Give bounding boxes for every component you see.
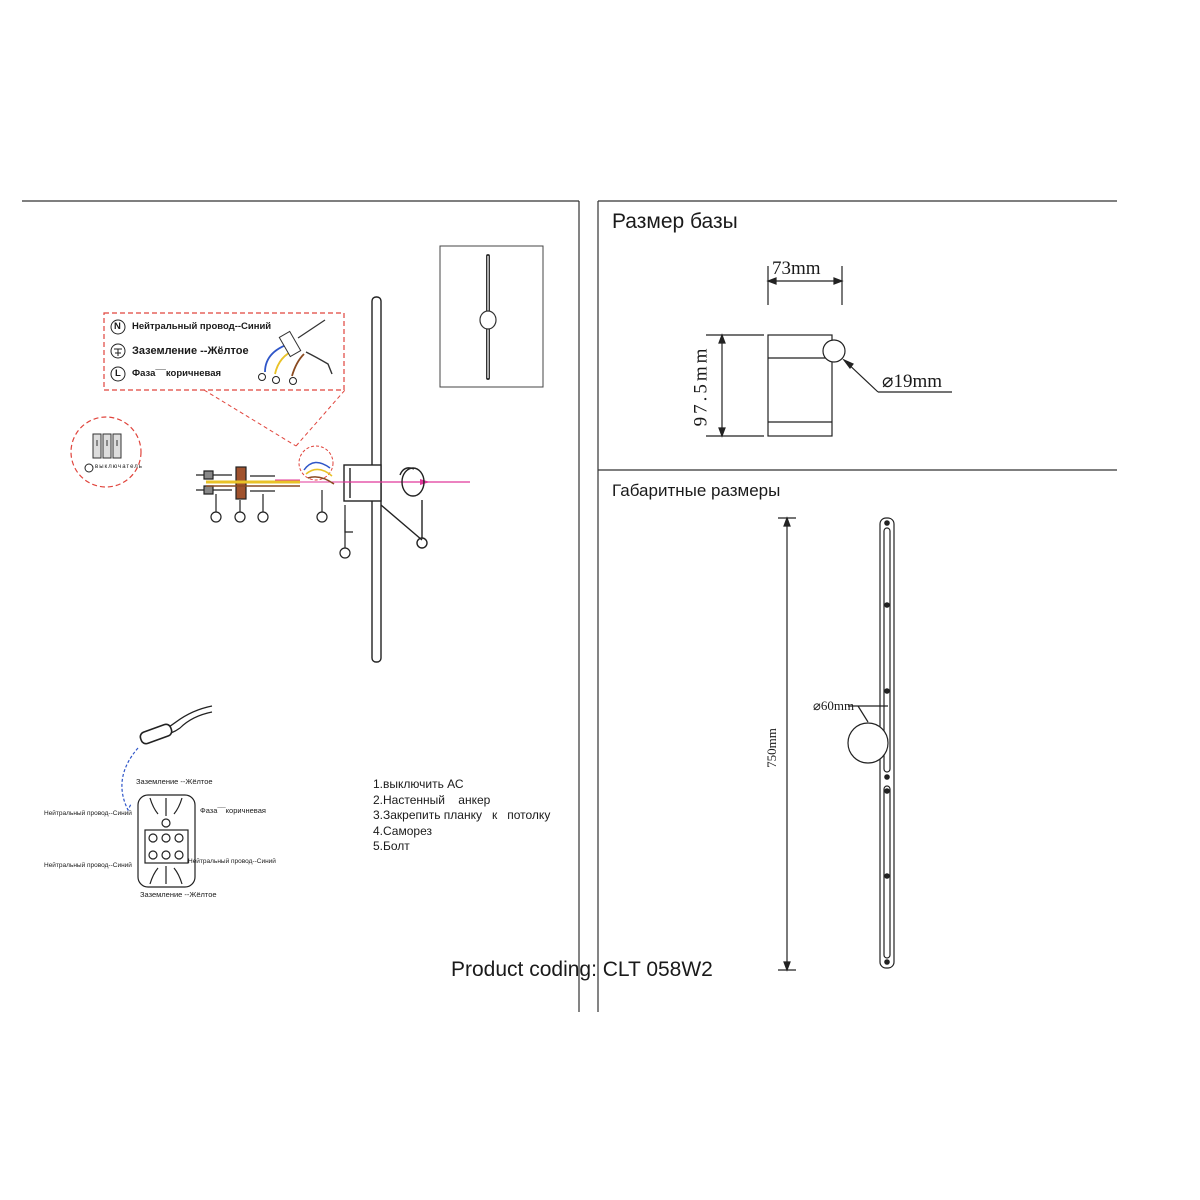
base-height-label: 97.5mm [690,345,712,427]
step-1: 1.выключить АС [373,777,464,791]
terminal-phase-right: Фаза¯¯коричневая [200,806,266,815]
product-thumbnail [439,245,544,388]
legend-neutral: Нейтральный провод--Синий [132,321,272,332]
terminal-neutral-left-bottom: Нейтральный провод--Синий [44,862,132,869]
callout-leaders [203,389,346,447]
step-2: 2.Настенный анкер [373,792,491,807]
step-5: 5.Болт [373,839,410,853]
lamp-side-view [343,296,470,663]
legend-phase: Фаза¯¯коричневая [132,368,222,379]
wiring-legend-box [103,312,345,391]
phase-symbol: L [115,368,121,379]
terminal-ground-top: Заземление --Жёлтое [136,777,213,786]
installation-steps: 1.выключить АС 2.Настенный анкер 3.Закре… [373,777,550,855]
base-dimension-drawing [706,266,952,438]
terminal-ground-bottom: Заземление --Жёлтое [140,890,217,899]
switch-breaker [70,416,142,488]
overall-dimension-drawing [778,516,895,972]
step-4: 4.Саморез [373,823,432,838]
overall-size-title: Габаритные размеры [612,481,781,500]
frame-lines [22,200,1117,1012]
terminal-block [121,705,213,888]
base-width-label: 73mm [772,258,821,279]
base-diameter-label: ⌀19mm [882,371,942,392]
overall-length-label: 750mm [763,728,779,768]
mounting-hardware [196,466,353,559]
switch-caption: выключатель [95,464,143,470]
base-size-title: Размер базы [612,210,738,233]
neutral-symbol: N [114,321,121,332]
product-coding: Product coding: CLT 058W2 [451,958,713,981]
ball-diameter-label: ⌀60mm [813,698,855,713]
step-3: 3.Закрепить планку к потолку [373,808,551,822]
junction-wiring [298,445,335,485]
terminal-neutral-right-bottom: Нейтральный провод--Синий [188,858,276,865]
terminal-neutral-left: Нейтральный провод--Синий [44,810,132,817]
legend-ground: Заземление --Жёлтое [132,345,249,357]
